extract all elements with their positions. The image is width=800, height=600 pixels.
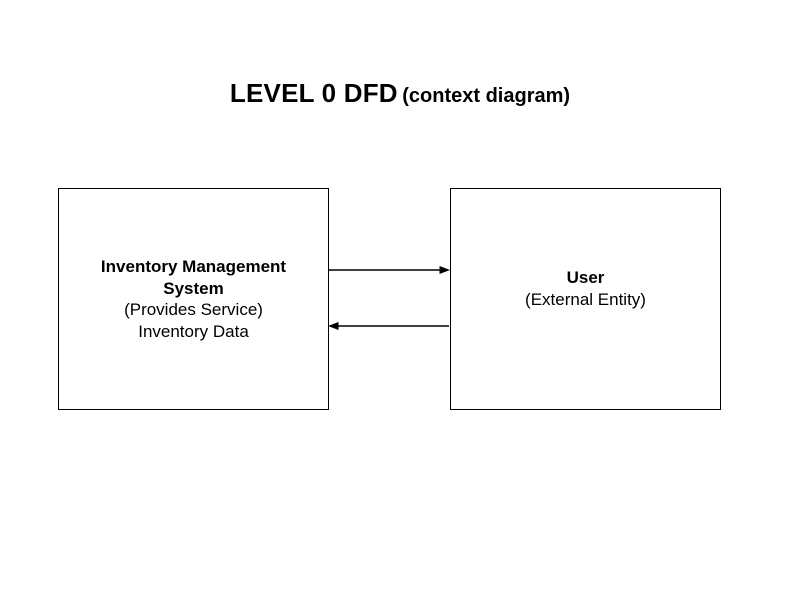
arrowhead-left-icon (328, 322, 339, 330)
arrow-system-to-user (329, 266, 450, 274)
entity-box-user: User (External Entity) (450, 188, 721, 410)
diagram-title-main: LEVEL 0 DFD (229, 78, 398, 108)
diagram-title-sub: (context diagram) (402, 85, 571, 107)
arrow-user-to-system (328, 322, 449, 330)
process-box-inventory-management-system: Inventory Management System (Provides Se… (58, 188, 329, 410)
process-box-name: Inventory Management System (100, 257, 287, 298)
arrowhead-right-icon (439, 266, 450, 274)
diagram-title: LEVEL 0 DFD (context diagram) (0, 78, 800, 109)
process-box-detail: Inventory Data (138, 321, 249, 341)
entity-box-text: User (External Entity) (525, 267, 646, 310)
entity-box-name: User (566, 268, 605, 287)
entity-box-role: (External Entity) (525, 289, 646, 309)
process-box-text: Inventory Management System (Provides Se… (81, 256, 306, 342)
process-box-role: (Provides Service) (124, 300, 263, 319)
